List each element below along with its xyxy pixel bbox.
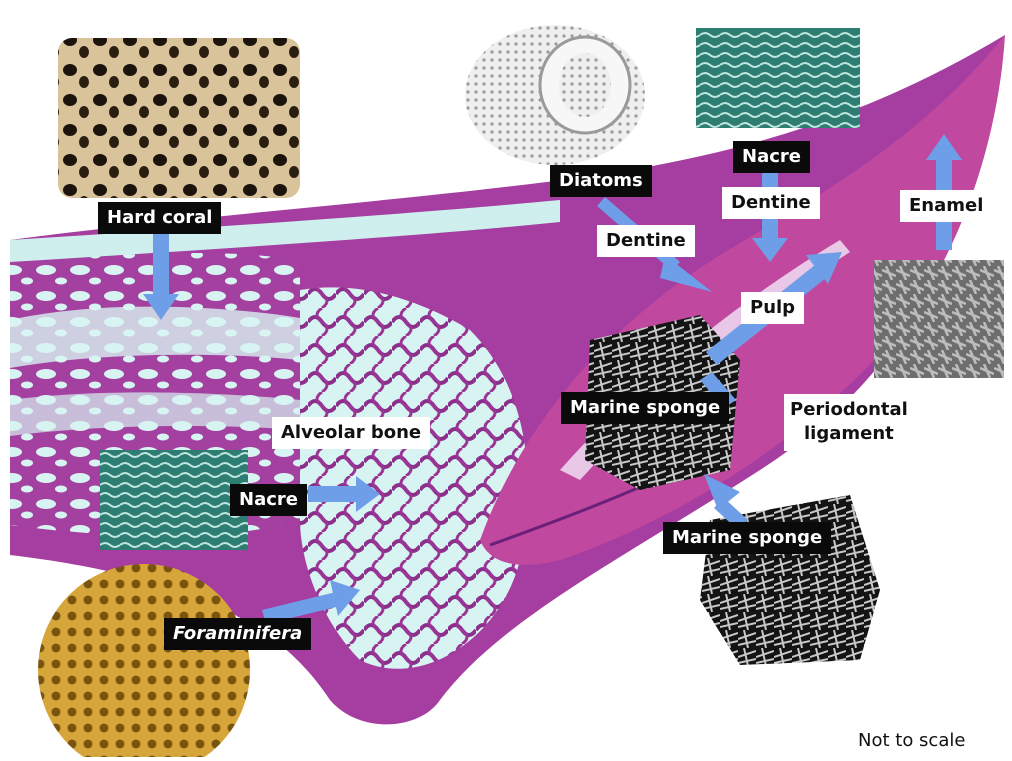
label-enamel: Enamel — [900, 190, 992, 222]
label-nacre-top: Nacre — [733, 141, 810, 173]
label-marine-sponge-mid: Marine sponge — [561, 392, 729, 424]
label-alveolar-bone: Alveolar bone — [272, 417, 430, 449]
nacre-image-top — [696, 28, 860, 128]
periodontal-line-1: Periodontal — [790, 398, 908, 422]
label-nacre-left: Nacre — [230, 484, 307, 516]
label-pulp: Pulp — [741, 292, 804, 324]
periodontal-line-2: ligament — [790, 422, 908, 446]
label-periodontal-ligament: Periodontal ligament — [784, 394, 914, 451]
nacre-image-left — [100, 450, 248, 550]
label-foraminifera: Foraminifera — [164, 618, 311, 650]
marine-sponge-image-bottom — [700, 495, 880, 665]
label-dentine-mid: Dentine — [597, 225, 695, 257]
label-dentine-top: Dentine — [722, 187, 820, 219]
scale-note: Not to scale — [858, 730, 965, 751]
label-marine-sponge-bottom: Marine sponge — [663, 522, 831, 554]
diatom-image — [465, 25, 645, 165]
label-hard-coral: Hard coral — [98, 202, 221, 234]
hard-coral-image — [58, 38, 300, 198]
enamel-image — [874, 260, 1004, 378]
label-diatoms: Diatoms — [550, 165, 652, 197]
